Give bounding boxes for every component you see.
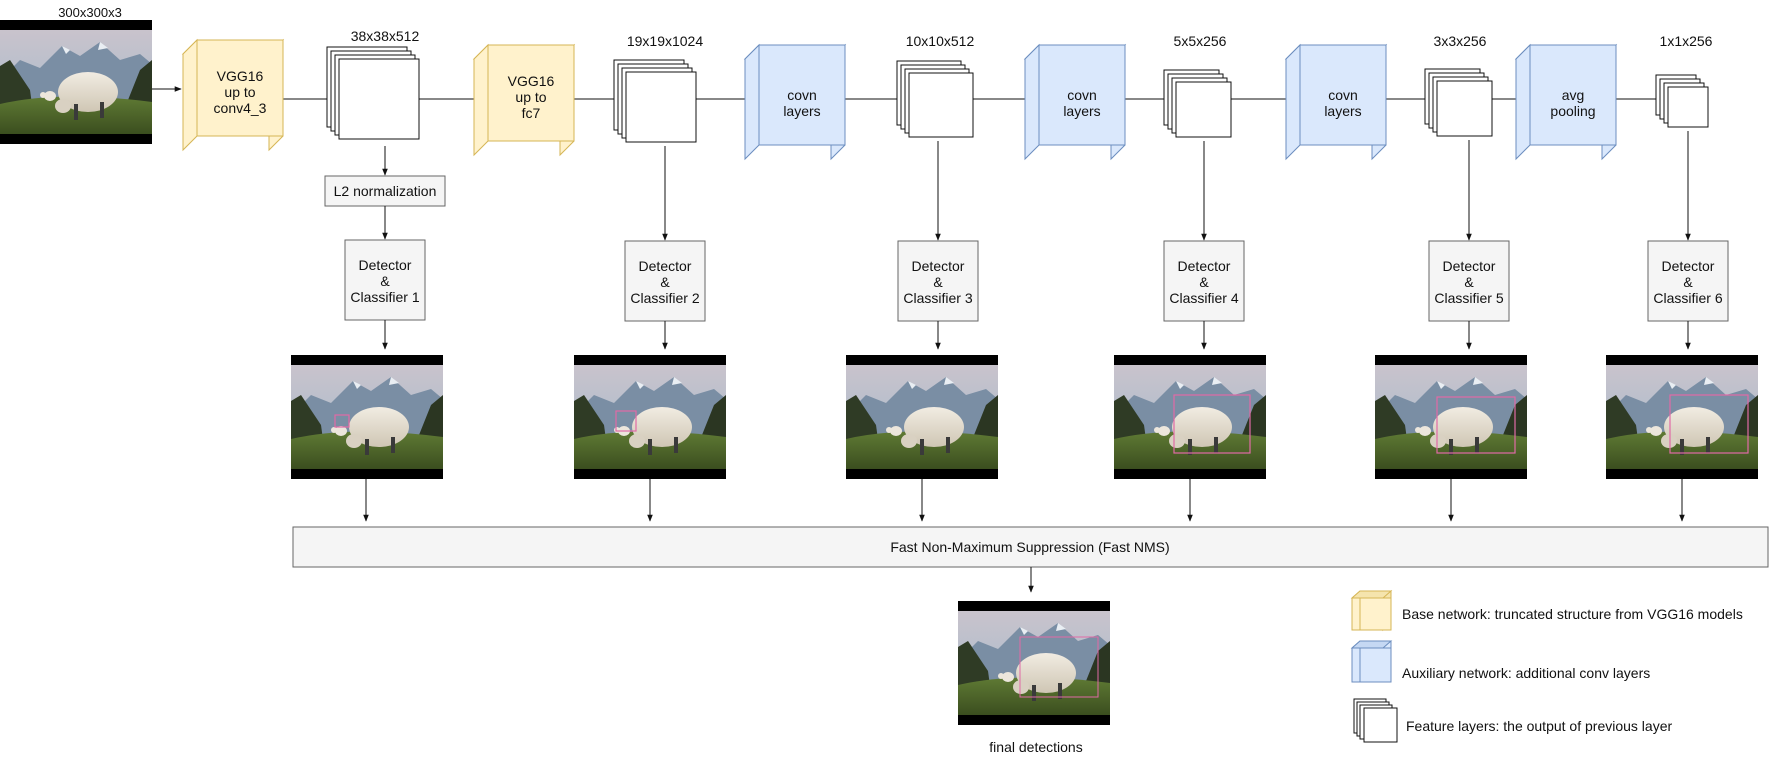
aux-block-4-label-line-1: avg [1562,87,1585,103]
base-block-2-label-line-2: up to [515,89,546,105]
aux-block-2-label-line-2: layers [1063,103,1100,119]
base-block-1-label-line-2: up to [224,84,255,100]
feature-map-3-size-label: 10x10x512 [906,33,975,49]
detector-classifier-2: Detector&Classifier 2 [624,146,706,350]
detector-4-label-line-3: Classifier 4 [1169,290,1238,306]
detector-classifier-5: Detector&Classifier 5 [1428,140,1510,350]
detector-6-label-line-1: Detector [1662,258,1715,274]
detector-3-label-line-1: Detector [912,258,965,274]
detector-classifier-4: Detector&Classifier 4 [1163,141,1245,350]
detector-5-label-line-1: Detector [1443,258,1496,274]
detector-5-label-line-3: Classifier 5 [1434,290,1503,306]
detector-6-label-line-2: & [1683,274,1693,290]
detector-2-label-line-3: Classifier 2 [630,290,699,306]
detector-1-label-line-2: & [380,273,390,289]
feature-map-3: 10x10x512 [896,33,975,138]
detector-3-label-line-3: Classifier 3 [903,290,972,306]
base-block-2-label-line-3: fc7 [522,105,541,121]
detector-1-label-line-3: Classifier 1 [350,289,419,305]
detection-box-2 [615,410,637,432]
aux-block-3-label-line-2: layers [1324,103,1361,119]
detection-output-4 [1114,355,1266,522]
feature-map-2-size-label: 19x19x1024 [627,33,704,49]
feature-map-4: 5x5x256 [1163,33,1232,138]
feature-map-5: 3x3x256 [1424,33,1493,137]
legend-aux-label: Auxiliary network: additional conv layer… [1402,665,1650,681]
detector-3-label-line-2: & [933,274,943,290]
legend-base-label: Base network: truncated structure from V… [1402,606,1743,622]
detection-output-1 [291,355,443,522]
aux-block-4-label-line-2: pooling [1550,103,1595,119]
base-block-1-label-line-3: conv4_3 [214,100,267,116]
detector-6-label-line-3: Classifier 6 [1653,290,1722,306]
detection-output-5 [1375,355,1527,522]
feature-map-4-size-label: 5x5x256 [1174,33,1227,49]
l2-normalization-box [324,175,446,207]
detection-box-4 [1173,394,1251,454]
detector-5-label-line-2: & [1464,274,1474,290]
final-detections-image [958,601,1110,725]
detection-output-6 [1606,355,1758,522]
fast-nms-label: Fast Non-Maximum Suppression (Fast NMS) [890,539,1169,555]
final-detections-label: final detections [989,739,1082,755]
legend-aux-swatch [1350,640,1393,683]
aux-block-3-label-line-1: covn [1328,87,1358,103]
input-image [0,20,152,144]
detector-4-label-line-2: & [1199,274,1209,290]
legend-base-swatch [1350,589,1393,632]
detection-output-3 [846,355,998,522]
feature-map-1-size-label: 38x38x512 [351,28,420,44]
base-block-2-label-line-1: VGG16 [508,73,555,89]
aux-block-2-label-line-1: covn [1067,87,1097,103]
legend: Base network: truncated structure from V… [1350,589,1743,743]
final-detection-box [1019,636,1099,698]
detector-2-label-line-1: Detector [639,258,692,274]
detector-4-label-line-1: Detector [1178,258,1231,274]
detection-output-2 [574,355,726,522]
base-block-1-label-line-1: VGG16 [217,68,264,84]
feature-map-2: 19x19x1024 [613,33,704,143]
feature-map-6-size-label: 1x1x256 [1660,33,1713,49]
detection-box-1 [334,414,350,428]
detector-classifier-6: Detector&Classifier 6 [1647,131,1729,350]
aux-block-1-label-line-2: layers [783,103,820,119]
feature-map-1: 38x38x512 [326,28,420,140]
legend-feature-label: Feature layers: the output of previous l… [1406,718,1672,734]
aux-block-1-label-line-1: covn [787,87,817,103]
detector-1-label-line-1: Detector [359,257,412,273]
detector-classifier-1: Detector&Classifier 1 [344,239,426,350]
l2-normalization-label: L2 normalization [334,183,437,199]
detector-2-label-line-2: & [660,274,670,290]
input-size-label: 300x300x3 [58,5,122,20]
legend-feature-swatch [1353,698,1398,743]
detection-box-6 [1669,394,1749,454]
feature-map-6: 1x1x256 [1655,33,1713,128]
feature-map-5-size-label: 3x3x256 [1434,33,1487,49]
detector-classifier-3: Detector&Classifier 3 [897,141,979,350]
detection-box-5 [1436,396,1516,454]
